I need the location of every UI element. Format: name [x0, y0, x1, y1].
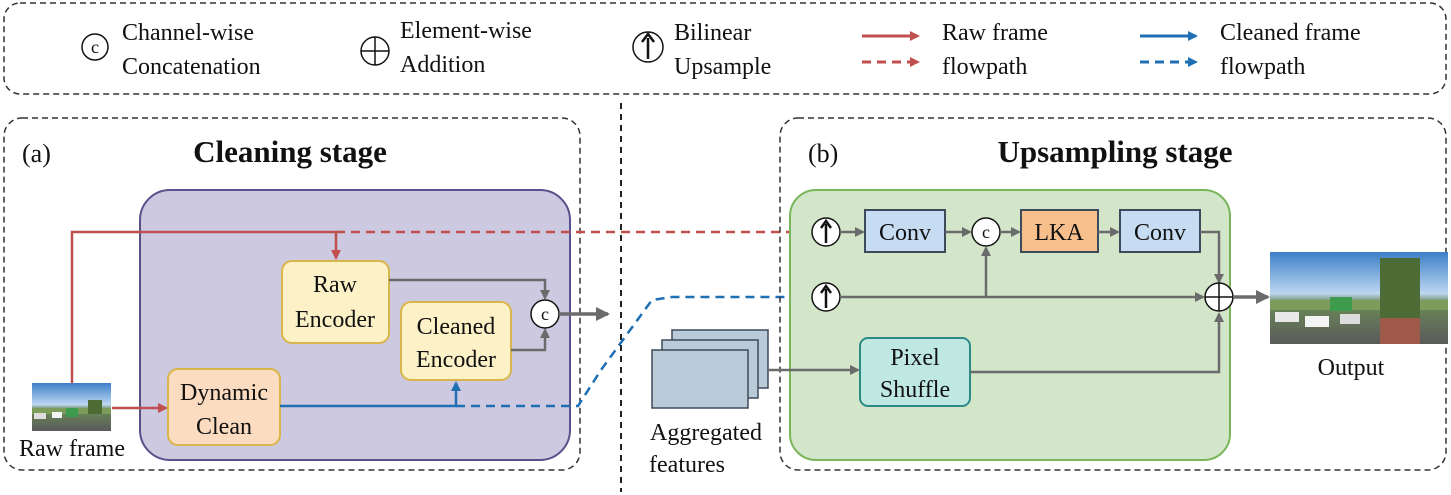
upsampling-concat-letter: c	[982, 222, 990, 242]
legend-raw-flow: Raw frame flowpath	[862, 20, 1048, 80]
cleaned-encoder-to-concat-arrow	[511, 328, 550, 352]
legend-border	[3, 2, 1447, 95]
legend-concat: c Channel-wise Concatenation	[81, 20, 261, 80]
legend-add: Element-wise Addition	[360, 18, 532, 78]
raw-encoder-label-1: Raw	[313, 272, 358, 298]
dynamic-clean-label-1: Dynamic	[180, 380, 268, 406]
aggregated-features-icon	[651, 329, 769, 409]
pixel-shuffle-label-2: Shuffle	[880, 377, 950, 403]
pixel-shuffle-label-1: Pixel	[890, 345, 940, 371]
cleaned-encoder-label-1: Cleaned	[417, 314, 496, 340]
legend: c Channel-wise Concatenation Element-wis…	[3, 2, 1447, 95]
raw-encoder-label-2: Encoder	[295, 307, 375, 333]
output-label: Output	[1318, 355, 1385, 381]
conv2-label: Conv	[1134, 220, 1186, 246]
legend-add-label-1: Element-wise	[400, 18, 532, 44]
raw-to-encoder-arrow	[70, 230, 341, 383]
upsampling-stage-tag: (b)	[808, 139, 838, 168]
concat-icon-letter: c	[91, 37, 99, 57]
shuffle-to-add-arrow	[970, 312, 1224, 374]
cleaning-stage-title: Cleaning stage	[193, 134, 387, 169]
cleaning-stage-tag: (a)	[22, 139, 51, 168]
legend-up-label-2: Upsample	[674, 54, 771, 80]
output-image	[1270, 252, 1448, 344]
aggregated-label-2: features	[649, 452, 725, 478]
raw-encoder-block	[281, 260, 390, 344]
legend-raw-label-2: flowpath	[942, 54, 1027, 80]
raw-frame-label: Raw frame	[19, 436, 125, 462]
conv2-to-add-arrow	[1200, 230, 1224, 284]
cleaning-stage: (a) Cleaning stage Raw frame Raw Encoder…	[3, 117, 812, 471]
legend-clean-label-1: Cleaned frame	[1220, 20, 1361, 46]
legend-concat-label-1: Channel-wise	[122, 20, 254, 46]
cleaned-encoder-block	[400, 301, 512, 381]
cleaning-concat-letter: c	[541, 304, 549, 324]
legend-add-label-2: Addition	[400, 52, 485, 78]
legend-concat-label-2: Concatenation	[122, 54, 261, 80]
conv1-block	[864, 209, 946, 253]
conv1-label: Conv	[879, 220, 931, 246]
upsampling-stage: (b) Upsampling stage Conv c LKA Conv Pix…	[779, 117, 1448, 471]
legend-clean-flow: Cleaned frame flowpath	[1140, 20, 1361, 80]
dynamic-clean-label-2: Clean	[196, 414, 252, 440]
cleaned-encoder-label-2: Encoder	[416, 347, 496, 373]
aggregated-label-1: Aggregated	[650, 420, 762, 446]
concat-icon	[81, 33, 109, 61]
cleaning-stage-border	[3, 117, 581, 471]
upsampling-stage-title: Upsampling stage	[997, 134, 1232, 169]
legend-raw-label-1: Raw frame	[942, 20, 1048, 46]
lka-block	[1020, 209, 1099, 253]
legend-upsample: Bilinear Upsample	[632, 20, 771, 80]
legend-up-label-1: Bilinear	[674, 20, 751, 46]
raw-encoder-to-concat-arrow	[389, 278, 550, 300]
lka-label: LKA	[1034, 220, 1084, 246]
upsampling-stage-border	[779, 117, 1447, 471]
legend-clean-label-2: flowpath	[1220, 54, 1305, 80]
raw-frame-image	[32, 383, 111, 431]
